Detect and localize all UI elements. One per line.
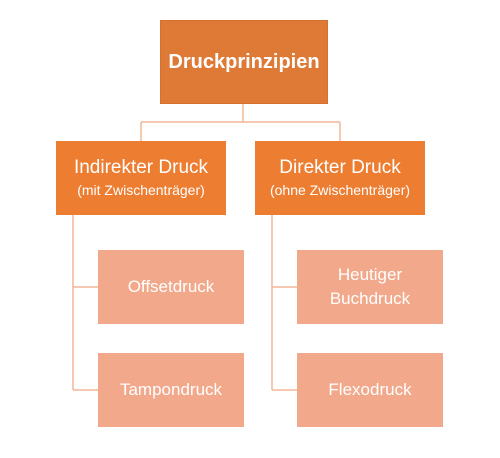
root-label: Druckprinzipien bbox=[168, 50, 320, 73]
direct-sublabel: (ohne Zwischenträger) bbox=[269, 182, 411, 198]
direct-print-node: Direkter Druck (ohne Zwischenträger) bbox=[255, 141, 425, 215]
root-node: Druckprinzipien bbox=[160, 20, 328, 104]
tampondruck-node: Tampondruck bbox=[98, 353, 244, 427]
flexodruck-label: Flexodruck bbox=[328, 380, 412, 399]
indirect-sublabel: (mit Zwischenträger) bbox=[77, 182, 205, 198]
direct-label: Direkter Druck bbox=[279, 157, 401, 178]
indirect-print-node: Indirekter Druck (mit Zwischenträger) bbox=[56, 141, 226, 215]
tampondruck-label: Tampondruck bbox=[119, 380, 223, 399]
heutiger-buchdruck-node: Heutiger Buchdruck bbox=[297, 250, 443, 324]
offsetdruck-node: Offsetdruck bbox=[98, 250, 244, 324]
flexodruck-node: Flexodruck bbox=[297, 353, 443, 427]
indirect-label: Indirekter Druck bbox=[73, 157, 209, 178]
heutiger-buchdruck-label: Heutiger Buchdruck bbox=[329, 265, 411, 308]
offsetdruck-label: Offsetdruck bbox=[127, 277, 215, 296]
